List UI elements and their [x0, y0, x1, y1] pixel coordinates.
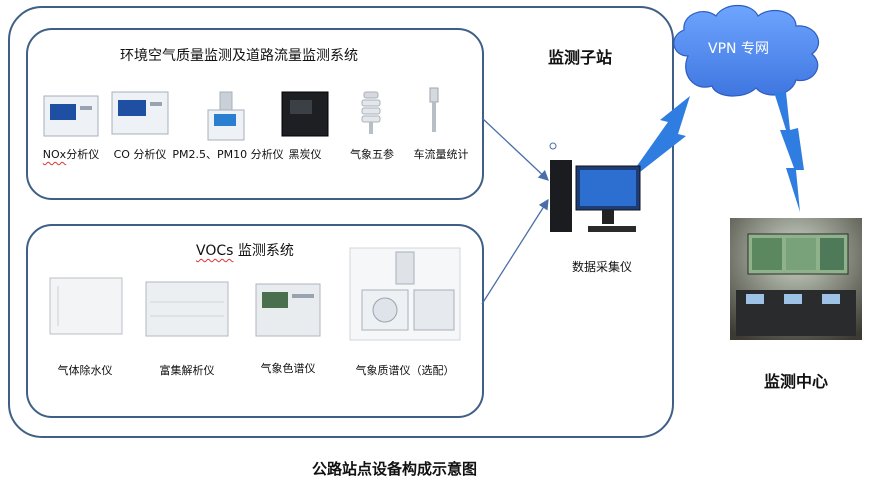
pm-analyzer-icon: [207, 91, 245, 141]
device-label-traffic: 车流量统计: [413, 148, 469, 161]
figure-caption: 公路站点设备构成示意图: [312, 460, 478, 478]
co-analyzer-icon: [111, 91, 169, 135]
gas-dehumidifier-icon: [49, 277, 123, 335]
collector-label: 数据采集仪: [571, 260, 633, 274]
center-label: 监测中心: [764, 372, 829, 391]
nox-analyzer-icon: [43, 95, 99, 137]
voc-to-collector-arrow: [481, 198, 549, 305]
gas-chromatograph-icon: [255, 283, 321, 337]
device-label-co: CO 分析仪: [113, 148, 167, 161]
substation-frame: [8, 6, 674, 438]
lightning-link-collector-icon: [634, 96, 690, 172]
computer-icon: [549, 142, 641, 232]
device-label-weather: 气象五参: [350, 148, 394, 161]
enrichment-desorber-icon: [145, 281, 229, 337]
device-label-dehumidifier: 气体除水仪: [57, 364, 113, 377]
voc-system-frame: [26, 224, 484, 418]
device-label-black-carbon: 黑炭仪: [288, 148, 322, 161]
device-label-desorber: 富集解析仪: [159, 364, 215, 377]
device-label-gc: 气象色谱仪: [260, 362, 316, 375]
env-system-frame: [26, 28, 484, 200]
cloud-icon: [673, 4, 819, 97]
vpn-label: VPN 专网: [708, 41, 769, 57]
voc-system-title: VOCs 监测系统: [196, 243, 294, 259]
traffic-counter-icon: [429, 87, 439, 132]
mass-spectrometer-icon: [349, 247, 461, 341]
device-label-pm: PM2.5、PM10 分析仪: [172, 148, 284, 161]
lightning-link-center-icon: [774, 92, 804, 212]
env-to-collector-arrow: [481, 117, 549, 181]
weather-station-icon: [361, 91, 381, 134]
substation-title: 监测子站: [548, 48, 613, 67]
device-label-ms: 气象质谱仪（选配）: [355, 364, 455, 377]
black-carbon-meter-icon: [281, 91, 329, 137]
env-system-title: 环境空气质量监测及道路流量监测系统: [120, 48, 358, 64]
device-label-nox: NOx分析仪: [42, 148, 100, 161]
control-room-icon: [730, 218, 862, 340]
